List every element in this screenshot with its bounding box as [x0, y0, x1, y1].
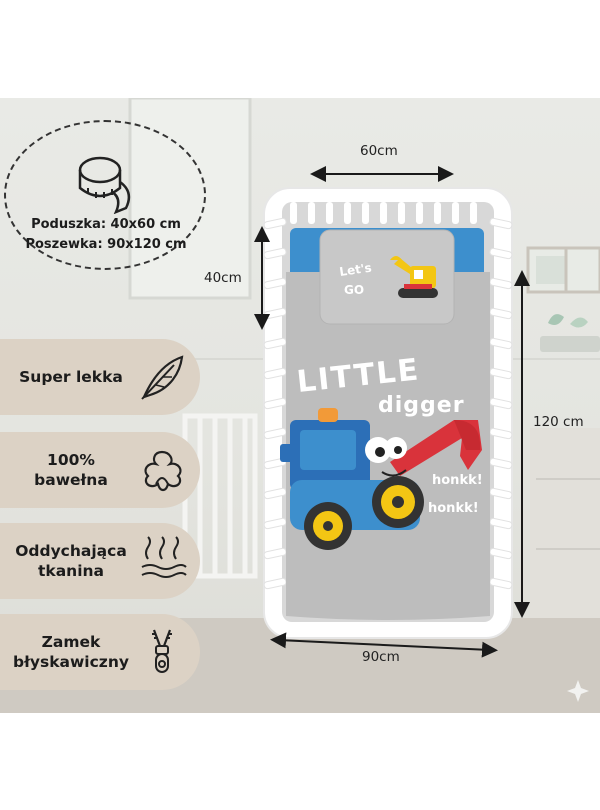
feather-icon [141, 355, 184, 400]
dim-width-60: 60cm [360, 143, 398, 159]
dim-width-90: 90cm [362, 649, 400, 665]
duvet-sound-honk-2: honkk! [428, 501, 479, 516]
feature-label: Oddychająca tkanina [15, 542, 127, 580]
feature-zipper: Zamek błyskawiczny [0, 614, 200, 690]
dim-length-120: 120 cm [533, 414, 584, 430]
crib-illustration: Let's GO LITTLE digger honkk! honkk! [263, 187, 513, 639]
feature-cotton: 100% bawełna [0, 432, 200, 508]
size-pillow: Poduszka: 40x60 cm [31, 217, 181, 232]
pillow-digger-icon [390, 256, 438, 298]
size-badge [4, 120, 206, 270]
size-pillowcase: Poszewka: 90x120 cm [25, 237, 187, 252]
tractor-wheel-front [304, 502, 352, 550]
pillow-text-lets: Let's [338, 261, 372, 279]
tractor-wheel-back [372, 476, 424, 528]
feature-breathable: Oddychająca tkanina [0, 523, 200, 599]
duvet-title-digger: digger [378, 393, 465, 418]
feature-label: Super lekka [19, 368, 123, 386]
feature-label: 100% bawełna [34, 451, 108, 489]
zipper-icon [152, 629, 172, 673]
duvet-sound-honk-1: honkk! [432, 473, 483, 488]
breathable-fabric-icon [141, 536, 187, 578]
feature-lightweight: Super lekka [0, 339, 200, 415]
measuring-tape-icon [78, 156, 131, 214]
feature-label: Zamek błyskawiczny [13, 633, 129, 671]
cotton-flower-icon [144, 450, 182, 492]
pillow-text-go: GO [344, 283, 364, 297]
dim-height-40: 40cm [204, 270, 242, 286]
